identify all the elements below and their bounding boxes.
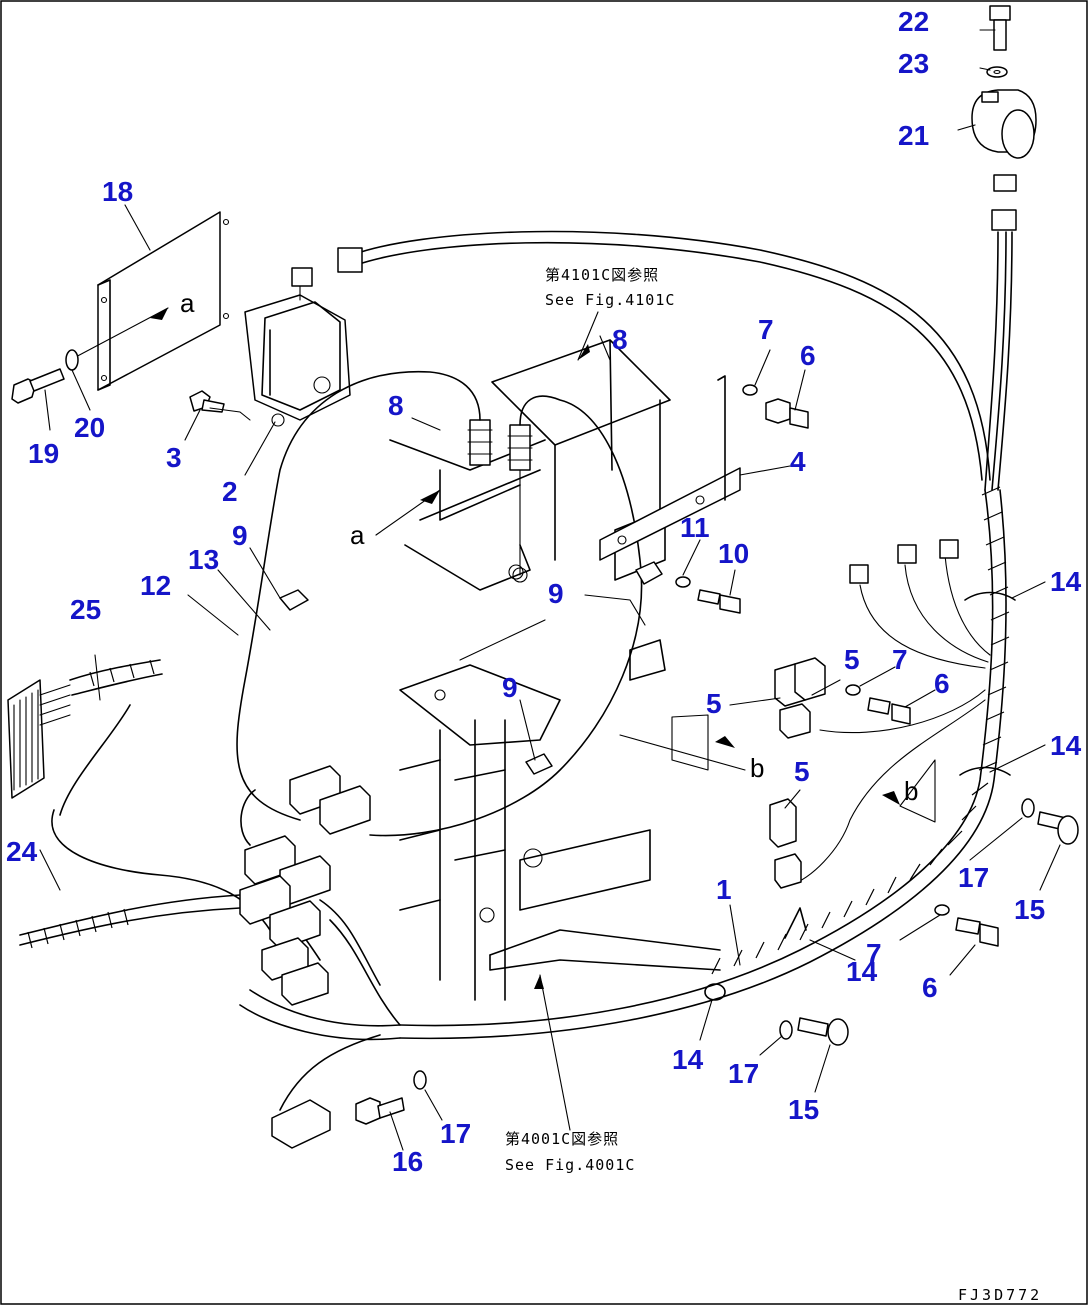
view-arrow-a-label-top: a (180, 288, 195, 318)
callout-17-left: 17 (440, 1118, 472, 1149)
callout-21: 21 (898, 120, 930, 151)
callout-8-top: 8 (612, 324, 628, 355)
reference-bottom-jp: 第4001C図参照 (505, 1130, 620, 1148)
callout-13: 13 (188, 544, 220, 575)
callout-7-lower: 7 (866, 938, 882, 969)
callout-4: 4 (790, 446, 806, 477)
part-25-connector (7, 659, 163, 799)
view-arrow-b-label-right: b (904, 776, 919, 806)
fasteners-19-20 (11, 349, 79, 404)
callout-2: 2 (222, 476, 238, 507)
connector-cluster (239, 765, 401, 1026)
fasteners-6-7-10-11 (675, 384, 999, 947)
callout-17-bottom: 17 (728, 1058, 760, 1089)
parts-5-relays (769, 657, 826, 889)
callout-3: 3 (166, 442, 182, 473)
part-8-fittings (236, 370, 643, 837)
callout-14-bottom: 14 (672, 1044, 704, 1075)
horn-harness (984, 231, 1013, 491)
part-4-bracket (599, 375, 741, 561)
view-arrow-b-label-left: b (750, 753, 765, 783)
drawing-code: FJ3D772 (958, 1286, 1043, 1304)
view-arrow-a-label: a (350, 520, 365, 550)
callout-15-right: 15 (1014, 894, 1046, 925)
callout-18: 18 (102, 176, 134, 207)
leaders (39, 29, 1061, 1151)
callout-7-top: 7 (758, 314, 774, 345)
callout-16: 16 (392, 1146, 424, 1177)
part-2-relay-unit (244, 267, 351, 427)
callout-1: 1 (716, 874, 732, 905)
callout-7-mid: 7 (892, 644, 908, 675)
callout-23: 23 (898, 48, 930, 79)
part-21-horn (971, 5, 1037, 231)
center-frame (389, 339, 721, 1001)
part-16-bolt (355, 1097, 405, 1125)
callout-11: 11 (680, 512, 710, 543)
callout-9-left: 9 (232, 520, 248, 551)
callout-25: 25 (70, 594, 102, 625)
callout-14-upper: 14 (1050, 566, 1082, 597)
callout-12: 12 (140, 570, 172, 601)
callout-24: 24 (6, 836, 38, 867)
fasteners-15-17 (413, 798, 1079, 1090)
callout-10: 10 (718, 538, 750, 569)
reference-bottom-en: See Fig.4001C (505, 1156, 636, 1174)
callout-14-right: 14 (1050, 730, 1082, 761)
reference-top-en: See Fig.4101C (545, 291, 676, 309)
callout-6-lower: 6 (922, 972, 938, 1003)
callout-5-upper: 5 (844, 644, 860, 675)
callout-9-lower: 9 (502, 672, 518, 703)
callout-5-lower: 5 (794, 756, 810, 787)
callout-8-left: 8 (388, 390, 404, 421)
view-arrow-a (375, 489, 441, 536)
reference-top-jp: 第4101C図参照 (545, 266, 660, 284)
callout-14-lower: 14 (846, 956, 878, 987)
view-arrow-b (619, 714, 936, 823)
clamps-14 (704, 591, 1016, 1001)
callout-5-left: 5 (706, 688, 722, 719)
callout-6-top: 6 (800, 340, 816, 371)
callout-9-center: 9 (548, 578, 564, 609)
clamps-9 (279, 561, 663, 775)
callout-22: 22 (898, 6, 930, 37)
callout-20: 20 (74, 412, 106, 443)
callout-15-bottom: 15 (788, 1094, 820, 1125)
ground-terminal (271, 1099, 331, 1149)
callout-19: 19 (28, 438, 60, 469)
part-18-controller-plate (69, 211, 230, 391)
branch-wires (789, 539, 991, 886)
callout-6-mid: 6 (934, 668, 950, 699)
callout-17-right: 17 (958, 862, 990, 893)
